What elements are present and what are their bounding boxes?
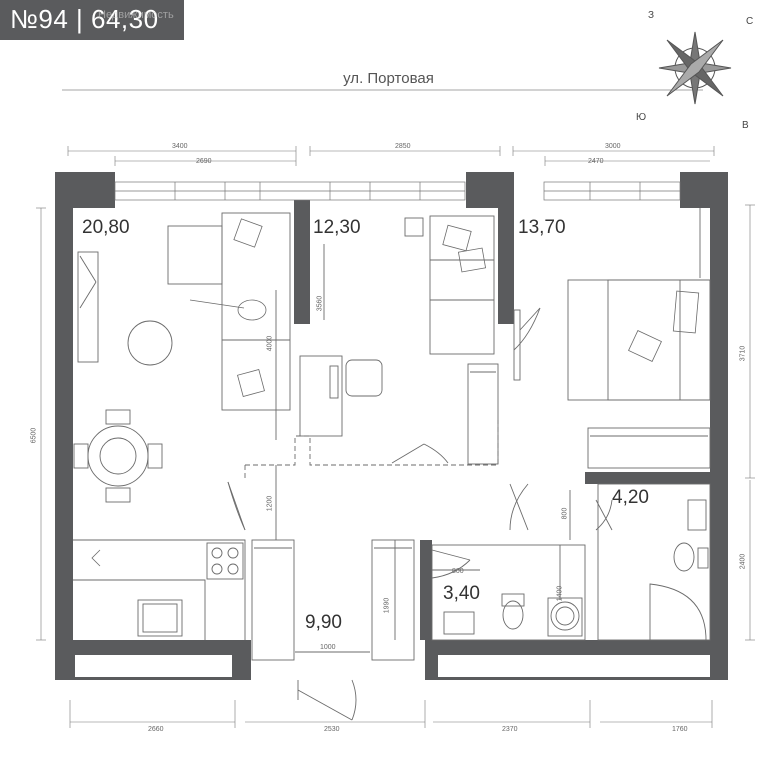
dim-inner-4000: 4000 <box>266 335 274 352</box>
dim-top-2850: 2850 <box>395 143 411 150</box>
dim-bottom-2530: 2530 <box>324 726 340 733</box>
watermark-text: Недвижимость <box>98 9 174 21</box>
compass-letter-e: В <box>742 120 749 131</box>
room-area-hall: 9,90 <box>305 612 342 633</box>
apartment-number-area: №94 | 64,30 <box>10 4 159 34</box>
dim-top-2690: 2690 <box>196 158 212 165</box>
dim-top-2470: 2470 <box>588 158 604 165</box>
room-area-wc: 3,40 <box>443 583 480 604</box>
street-label: ул. Портовая <box>343 70 434 87</box>
dim-right-2400: 2400 <box>739 553 747 570</box>
apartment-header: №94 | 64,30 Недвижимость <box>0 0 184 40</box>
room-area-living: 20,80 <box>82 217 130 238</box>
compass-letter-w: З <box>648 10 655 21</box>
compass-letter-n: С <box>746 16 754 27</box>
dim-inner-1400: 1400 <box>556 585 564 602</box>
dim-top-3400: 3400 <box>172 143 188 150</box>
dim-top-3000: 3000 <box>605 143 621 150</box>
dim-bottom-1760: 1760 <box>672 726 688 733</box>
dim-inner-1000: 1000 <box>320 644 336 651</box>
dim-right-3710: 3710 <box>739 345 747 362</box>
compass-letter-s: Ю <box>636 112 647 123</box>
dim-bottom-2370: 2370 <box>502 726 518 733</box>
room-area-bathroom: 4,20 <box>612 487 649 508</box>
dim-inner-3560: 3560 <box>316 295 324 312</box>
dim-inner-1990: 1990 <box>383 597 391 614</box>
room-area-bedroom: 13,70 <box>518 217 566 238</box>
dim-inner-1200: 1200 <box>266 495 274 512</box>
dim-inner-800-bath: 800 <box>561 507 569 520</box>
room-area-study: 12,30 <box>313 217 361 238</box>
dim-bottom-2660: 2660 <box>148 726 164 733</box>
dim-inner-800-wc: 800 <box>452 568 464 575</box>
dim-left-6500: 6500 <box>30 427 38 444</box>
